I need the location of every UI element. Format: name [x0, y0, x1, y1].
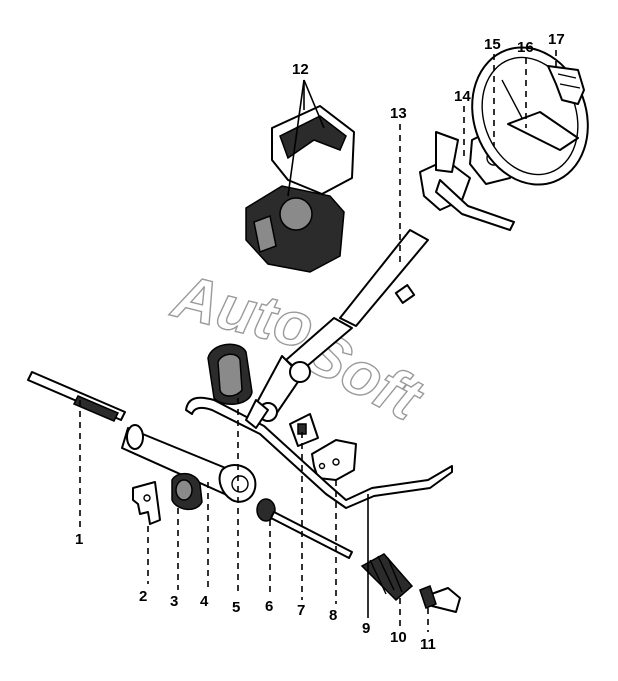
- part-14-combo-switch: [419, 131, 515, 231]
- part-11-tie-rod-end: [419, 585, 461, 613]
- part-16-steering-wheel: [471, 46, 589, 186]
- part-3-bushing: [171, 472, 203, 511]
- label-7: 7: [297, 602, 305, 619]
- label-14: 14: [454, 88, 471, 105]
- label-10: 10: [390, 629, 407, 646]
- label-11: 11: [420, 636, 436, 653]
- label-8: 8: [329, 607, 337, 624]
- label-17: 17: [548, 31, 565, 48]
- part-5-rubber-boot: [207, 343, 253, 405]
- part-4-housing-tube: [121, 424, 257, 503]
- part-13-steering-column: [245, 229, 429, 429]
- part-8-bracket: [311, 439, 357, 481]
- label-6: 6: [265, 598, 273, 615]
- label-2: 2: [139, 588, 147, 605]
- label-12: 12: [292, 61, 309, 78]
- label-4: 4: [200, 593, 209, 610]
- label-13: 13: [390, 105, 407, 122]
- label-1: 1: [75, 531, 83, 548]
- part-12-column-shroud: [245, 105, 355, 273]
- part-7-mount-bushing: [289, 413, 319, 447]
- part-17-switch-cover: [547, 65, 585, 105]
- label-3: 3: [170, 593, 178, 610]
- part-2-clamp-bracket: [132, 481, 161, 525]
- label-5: 5: [232, 599, 240, 616]
- part-10-dust-boot: [360, 553, 414, 602]
- leader-lines: [79, 50, 557, 632]
- part-labels: 1 2 3 4 5 6 7 8 9 10 11 12 13 14 15 16 1…: [75, 31, 565, 653]
- part-1-rack-rod: [27, 371, 126, 422]
- label-15: 15: [484, 36, 501, 53]
- part-6-tie-rod: [256, 498, 353, 559]
- label-9: 9: [362, 620, 370, 637]
- label-16: 16: [517, 39, 534, 56]
